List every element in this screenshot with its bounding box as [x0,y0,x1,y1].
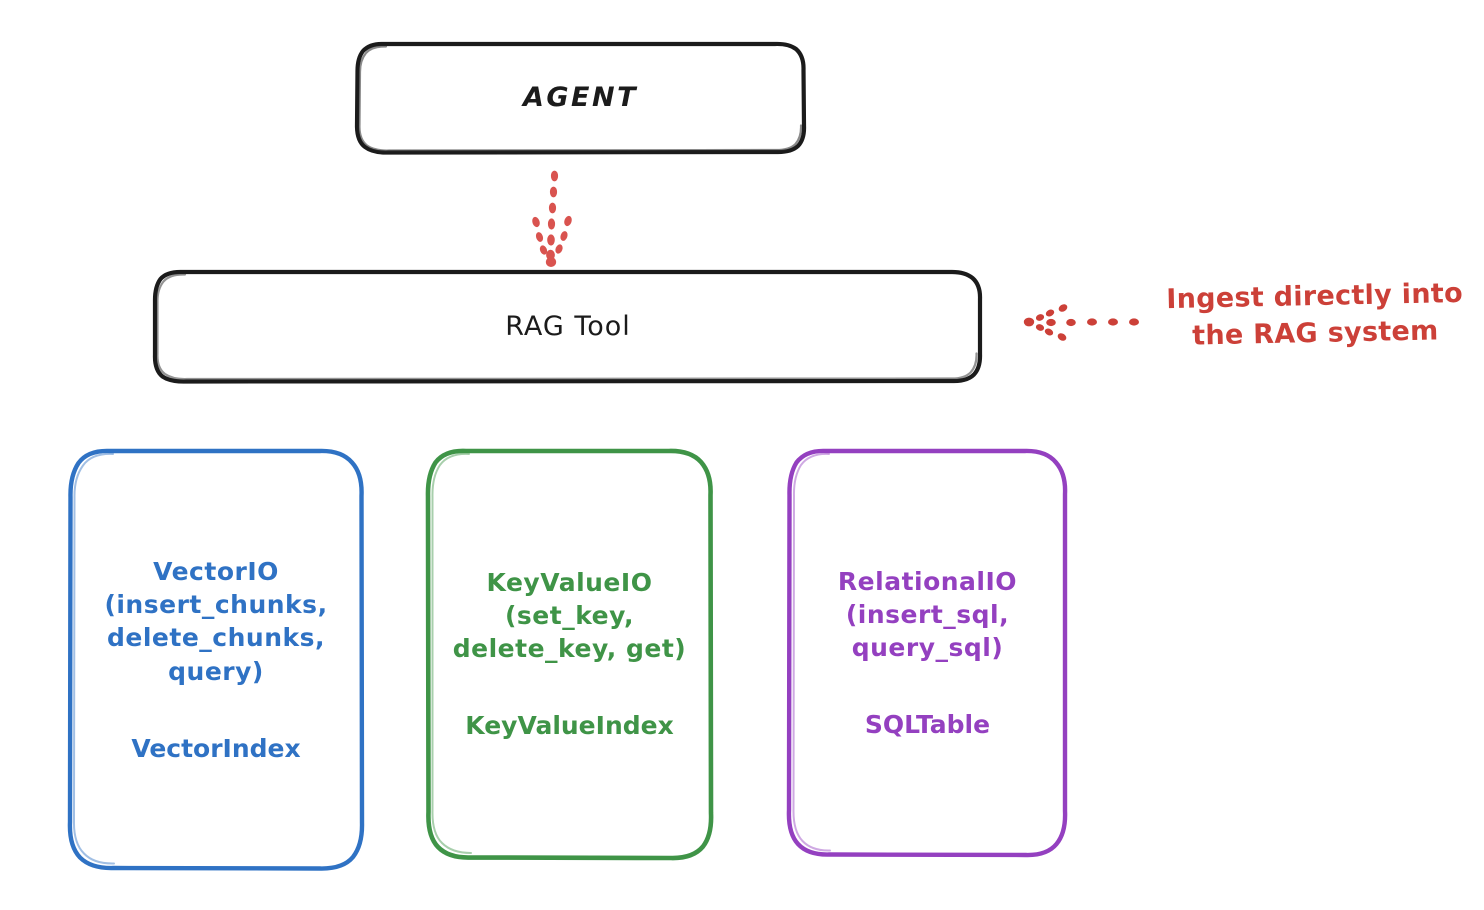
vector-io-api-label: VectorIO (insert_chunks, delete_chunks, … [104,556,328,686]
relational-io-api-label: RelationalIO (insert_sql, query_sql) [837,566,1018,663]
agent-to-rag-tool-arrow [532,170,572,267]
ingest-annotation-label: Ingest directly into the RAG system [1166,277,1464,352]
relational-io-impl-label: SQLTable [864,710,991,740]
vector-io-node[interactable]: VectorIO (insert_chunks, delete_chunks, … [70,450,362,870]
key-value-io-node[interactable]: KeyValueIO (set_key, delete_key, get) Ke… [428,450,711,858]
rag-tool-label: RAG Tool [505,310,631,342]
vector-io-impl-label: VectorIndex [131,733,301,763]
rag-tool-node[interactable]: RAG Tool [155,271,981,382]
key-value-io-impl-label: KeyValueIndex [465,711,674,741]
agent-label: AGENT [522,82,638,114]
agent-node[interactable]: AGENT [357,43,804,153]
ingest-to-rag-tool-arrow [1023,304,1139,341]
key-value-io-api-label: KeyValueIO (set_key, delete_key, get) [452,567,687,664]
relational-io-node[interactable]: RelationalIO (insert_sql, query_sql) SQL… [789,450,1066,856]
